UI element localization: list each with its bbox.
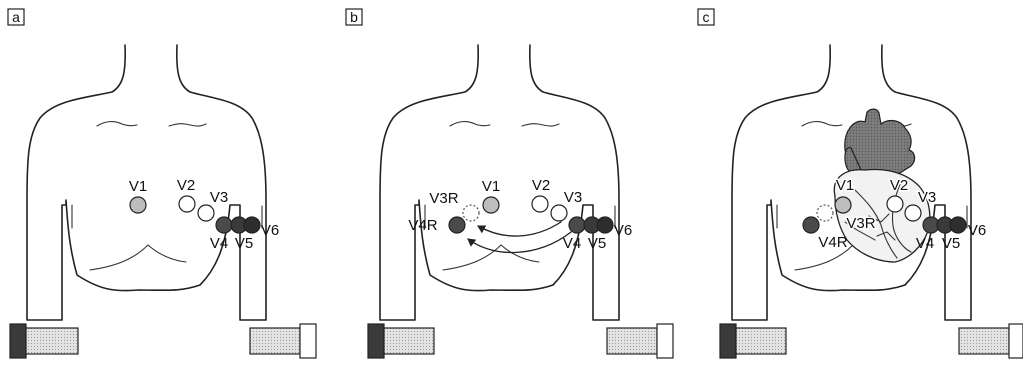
electrode-v6 bbox=[950, 217, 966, 233]
left-limb-cuff bbox=[26, 328, 78, 354]
right-limb-clip bbox=[300, 324, 316, 358]
electrode-v1 bbox=[130, 197, 146, 213]
label-v3: V3 bbox=[564, 189, 582, 206]
electrode-v2 bbox=[887, 196, 903, 212]
electrode-v4 bbox=[569, 217, 585, 233]
label-v3: V3 bbox=[210, 189, 228, 206]
label-v4: V4 bbox=[563, 235, 581, 252]
panel-tag: a bbox=[12, 9, 20, 25]
label-v2: V2 bbox=[177, 177, 195, 194]
electrode-v4r bbox=[803, 217, 819, 233]
electrode-v4 bbox=[216, 217, 232, 233]
panel-c: c V1 V2 V3 V4 V5 V6 V3R V4R bbox=[698, 9, 1023, 358]
label-v2: V2 bbox=[532, 177, 550, 194]
panel-a: a V1 V2 V3 V4 V5 V6 bbox=[8, 9, 316, 358]
left-limb-clip bbox=[368, 324, 384, 358]
electrode-v2 bbox=[532, 196, 548, 212]
label-v6: V6 bbox=[261, 222, 279, 239]
panel-b: b V1 V2 V3 V4 V5 V6 V3R V4R bbox=[346, 9, 673, 358]
label-v4r: V4R bbox=[408, 217, 437, 234]
label-v6: V6 bbox=[614, 222, 632, 239]
electrode-v3 bbox=[551, 205, 567, 221]
electrode-v3 bbox=[198, 205, 214, 221]
label-v4r: V4R bbox=[818, 234, 847, 251]
label-v4: V4 bbox=[210, 235, 228, 252]
label-v5: V5 bbox=[942, 235, 960, 252]
electrode-v6 bbox=[597, 217, 613, 233]
label-v3r: V3R bbox=[429, 190, 458, 207]
electrode-v1 bbox=[835, 197, 851, 213]
electrode-v3 bbox=[905, 205, 921, 221]
label-v4: V4 bbox=[916, 235, 934, 252]
left-limb-clip bbox=[720, 324, 736, 358]
right-limb-clip bbox=[1009, 324, 1023, 358]
label-v6: V6 bbox=[968, 222, 986, 239]
left-limb-cuff bbox=[736, 328, 786, 354]
panel-tag: b bbox=[350, 9, 358, 25]
label-v1: V1 bbox=[129, 178, 147, 195]
label-v3: V3 bbox=[918, 189, 936, 206]
panel-tag: c bbox=[703, 9, 710, 25]
label-v5: V5 bbox=[588, 235, 606, 252]
right-limb-clip bbox=[657, 324, 673, 358]
right-limb-cuff bbox=[250, 328, 300, 354]
label-v2: V2 bbox=[890, 177, 908, 194]
label-v3r: V3R bbox=[846, 215, 875, 232]
label-v1: V1 bbox=[836, 177, 854, 194]
right-limb-cuff bbox=[607, 328, 657, 354]
electrode-v6 bbox=[244, 217, 260, 233]
label-v5: V5 bbox=[235, 235, 253, 252]
left-limb-cuff bbox=[384, 328, 434, 354]
electrode-v1 bbox=[483, 197, 499, 213]
label-v1: V1 bbox=[482, 178, 500, 195]
electrode-v3r bbox=[817, 205, 833, 221]
electrode-v3r bbox=[463, 205, 479, 221]
left-limb-clip bbox=[10, 324, 26, 358]
right-limb-cuff bbox=[959, 328, 1009, 354]
electrode-v4r bbox=[449, 217, 465, 233]
electrode-v2 bbox=[179, 196, 195, 212]
